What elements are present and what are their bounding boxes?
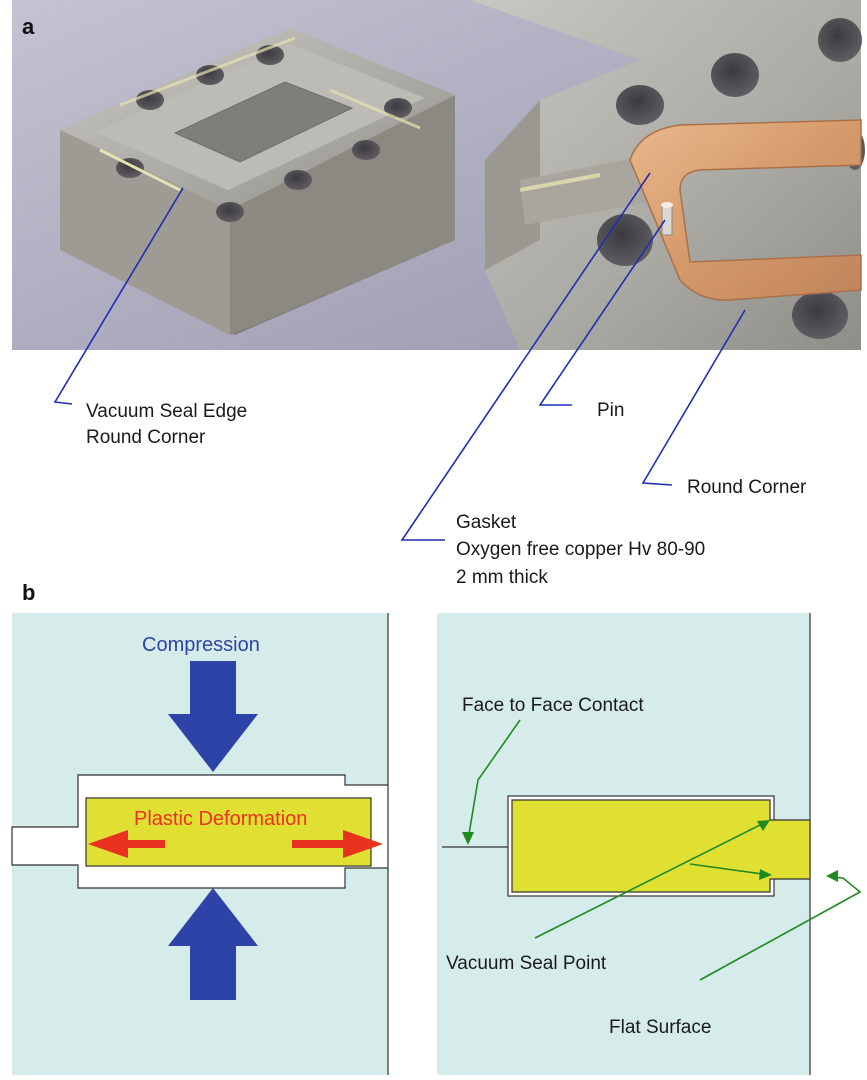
gasket-compressed [85, 797, 372, 867]
compression-arrow-down [168, 661, 258, 772]
panel-a: a [12, 0, 865, 588]
label-vacuum-seal-point: Vacuum Seal Point [446, 953, 607, 974]
label-gasket-material: Oxygen free copper Hv 80-90 [456, 539, 705, 560]
leader-seal-point-bottom [689, 863, 771, 876]
label-compression: Compression [142, 634, 260, 656]
deformation-arrow-left [88, 830, 165, 858]
compression-arrow-up [168, 888, 258, 1000]
label-flat-surface: Flat Surface [609, 1017, 711, 1038]
copper-gasket-photo [629, 119, 862, 301]
gasket-uncompressed [511, 799, 811, 893]
leader-pin [538, 219, 666, 406]
label-pin: Pin [597, 400, 624, 421]
bolt-hole [711, 53, 759, 97]
right-flange-photo [470, 0, 865, 350]
flange-opening [173, 81, 354, 163]
bolt-hole [384, 98, 412, 118]
bolt-hole [216, 202, 244, 222]
panel-a-leaders [53, 172, 746, 541]
pin-photo [661, 204, 673, 236]
label-plastic-deformation: Plastic Deformation [134, 808, 307, 830]
panel-b-letter: b [22, 580, 35, 605]
panel-a-letter: a [22, 14, 35, 39]
label-face-to-face-contact: Face to Face Contact [462, 695, 644, 716]
bolt-hole [352, 140, 380, 160]
leader-face-contact [467, 719, 521, 841]
leader-vacuum-seal-edge [53, 187, 184, 405]
label-round-corner: Round Corner [687, 477, 807, 498]
left-compression-diagram: Compression Plastic Deformation [11, 613, 389, 1075]
bolt-hole [284, 170, 312, 190]
bolt-hole [196, 65, 224, 85]
left-flange-photo [60, 28, 455, 335]
right-seal-diagram: Face to Face Contact Vacuum Seal Point F… [437, 613, 862, 1075]
label-gasket-thickness: 2 mm thick [456, 567, 548, 588]
bolt-hole [616, 85, 664, 125]
bolt-hole [818, 18, 862, 62]
label-vacuum-seal-edge-round-corner: Round Corner [86, 427, 206, 448]
bolt-hole [597, 214, 653, 266]
label-gasket: Gasket [456, 512, 517, 533]
leader-gasket [400, 172, 651, 541]
leader-seal-point-top [534, 821, 767, 939]
label-vacuum-seal-edge: Vacuum Seal Edge [86, 401, 247, 422]
bolt-hole [792, 291, 848, 339]
panel-b: b Compression Plastic Deformation [11, 580, 862, 1075]
deformation-arrow-right [292, 830, 383, 858]
leader-round-corner [641, 309, 746, 486]
